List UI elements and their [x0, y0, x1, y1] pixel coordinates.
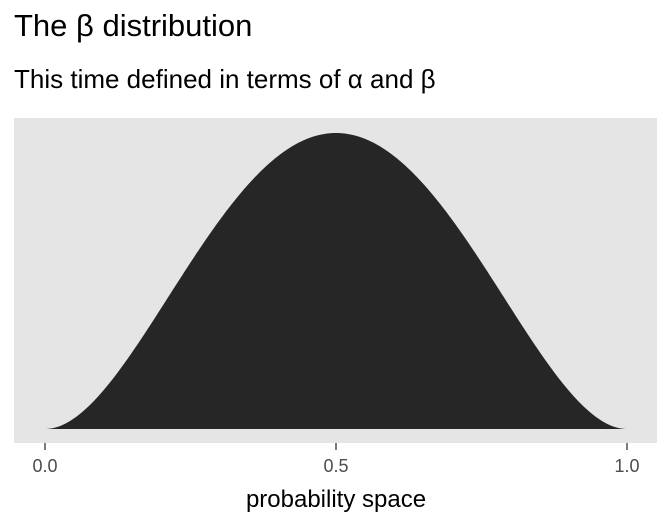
x-tick-label: 1.0	[614, 456, 639, 476]
chart-title: The β distribution	[14, 8, 253, 43]
chart-subtitle: This time defined in terms of α and β	[14, 64, 436, 94]
x-axis-title: probability space	[246, 486, 426, 513]
x-axis-ticks: 0.0 0.5 1.0	[32, 443, 640, 476]
density-area	[45, 133, 627, 429]
x-tick-label: 0.5	[323, 456, 348, 476]
x-tick-label: 0.0	[32, 456, 57, 476]
